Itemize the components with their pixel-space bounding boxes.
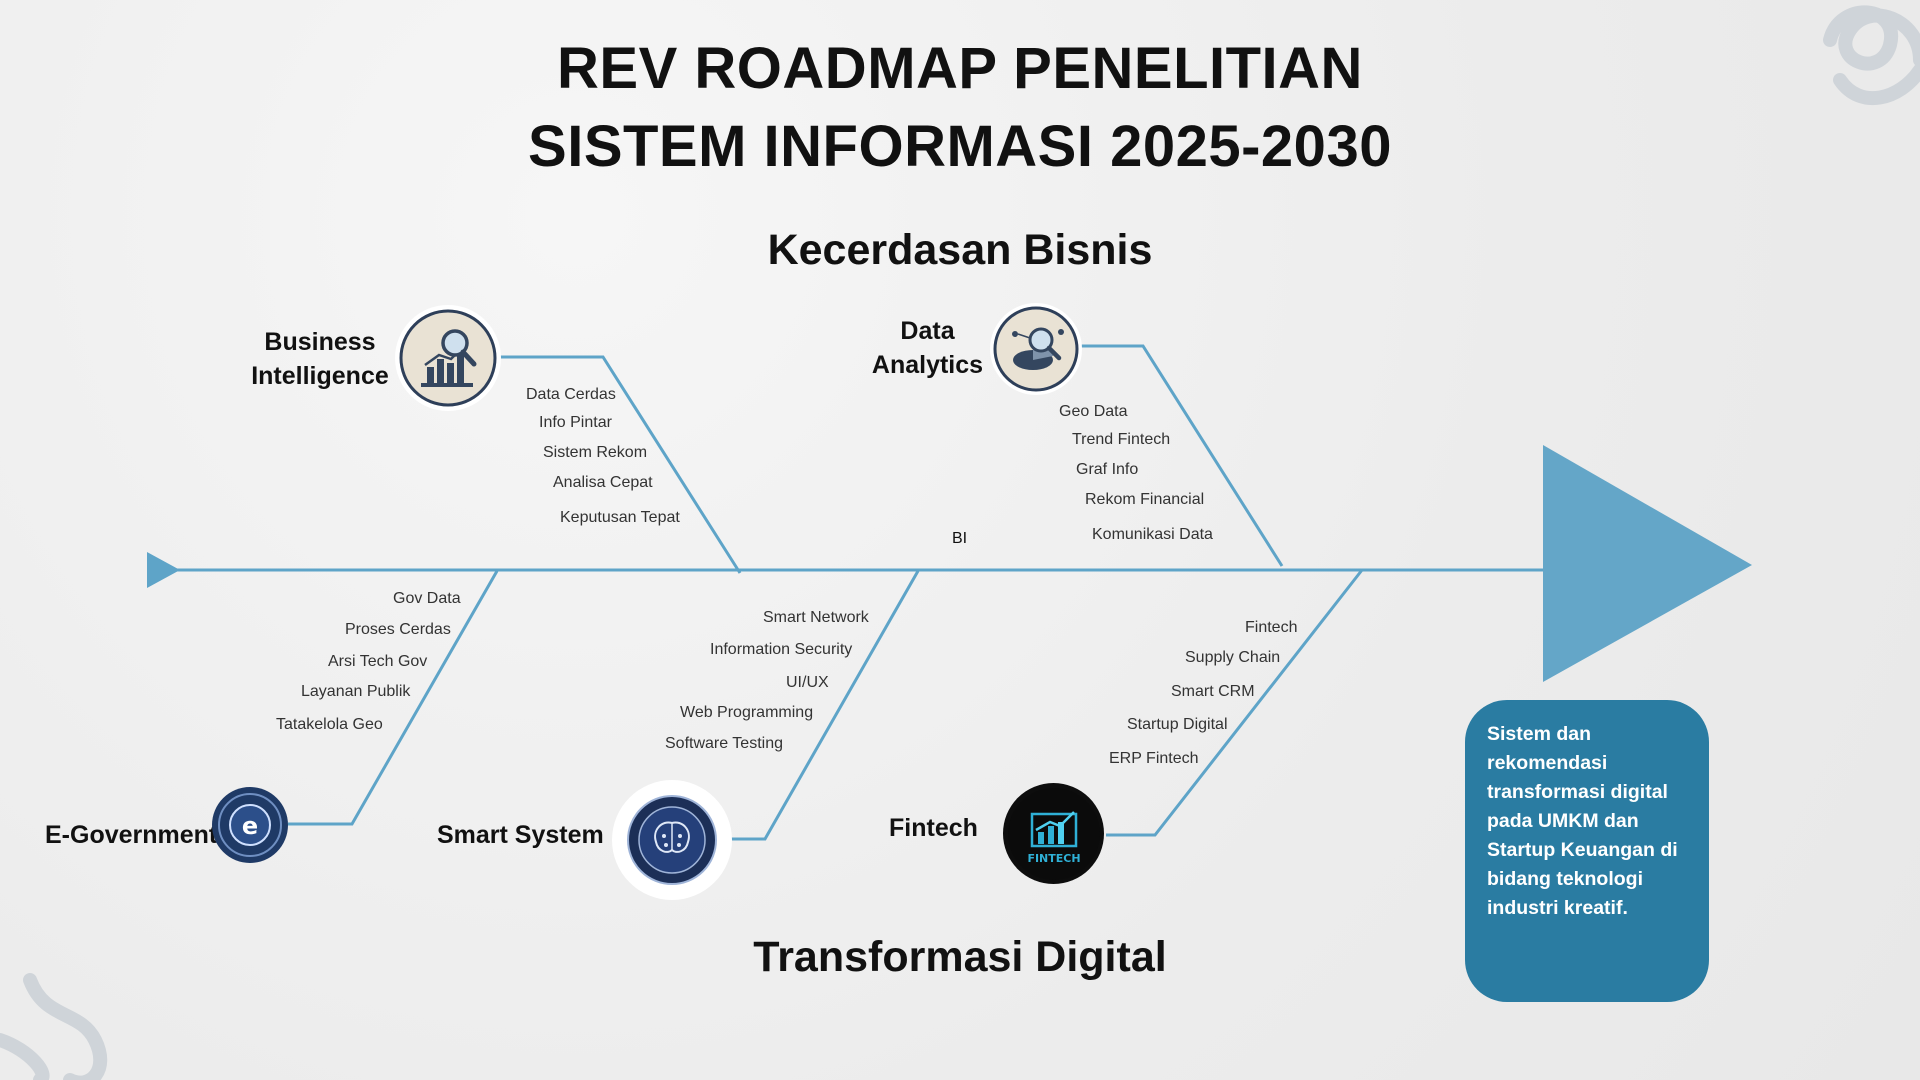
list-item: Tatakelola Geo [276, 716, 383, 733]
brain-circuit-seal-icon [612, 780, 732, 900]
list-item: Proses Cerdas [345, 621, 451, 638]
list-item: Web Programming [680, 704, 814, 721]
list-item: Layanan Publik [301, 683, 411, 700]
branch-label-smart-system: Smart System [437, 821, 604, 849]
bone-smart-system [728, 570, 920, 841]
spine-label: BI [952, 530, 968, 547]
list-item: Keputusan Tepat [560, 509, 680, 526]
list-item: Info Pintar [539, 414, 612, 431]
list-item: Sistem Rekom [543, 444, 648, 461]
list-item: Graf Info [1076, 461, 1139, 478]
list-item: Smart Network [763, 609, 869, 626]
list-item: ERP Fintech [1109, 750, 1199, 767]
list-item: Data Cerdas [526, 386, 616, 403]
list-item: Supply Chain [1185, 649, 1281, 666]
list-item: Startup Digital [1127, 716, 1228, 733]
page-title-line1: REV ROADMAP PENELITIAN [557, 36, 1363, 101]
list-item: UI/UX [786, 674, 829, 691]
list-item: Trend Fintech [1072, 431, 1171, 448]
branch-label-line1: Data [900, 317, 955, 345]
branch-label-data-analytics: Data Analytics [865, 314, 990, 382]
svg-text:e: e [242, 812, 258, 840]
list-item: Software Testing [665, 735, 783, 752]
list-item: Analisa Cepat [553, 474, 653, 491]
bone-e-government [288, 570, 499, 826]
head-arrow [1543, 445, 1752, 682]
e-government-seal-icon: e [212, 787, 288, 863]
list-item: Geo Data [1059, 403, 1128, 420]
list-item: Rekom Financial [1085, 491, 1205, 508]
branch-label-fintech: Fintech [889, 814, 978, 842]
section-title-bottom: Transformasi Digital [753, 933, 1167, 981]
branch-label-business-intelligence: Business Intelligence [240, 325, 400, 393]
bone-data-analytics [1080, 344, 1284, 567]
bone-business-intelligence [500, 355, 742, 574]
spine-start-arrow [147, 552, 180, 588]
branch-label-line2: Analytics [871, 351, 984, 379]
bar-chart-magnifier-icon [395, 305, 501, 411]
branch-label-e-government: E-Government [45, 821, 218, 849]
conclusion-note: Sistem dan rekomendasi transformasi digi… [1465, 700, 1709, 1002]
list-item: Fintech [1245, 619, 1298, 636]
pie-chart-magnifier-icon [990, 303, 1082, 395]
fintech-chart-logo-icon: FINTECH [1003, 783, 1104, 884]
page-title-line2: SISTEM INFORMASI 2025-2030 [528, 114, 1392, 179]
section-title-top: Kecerdasan Bisnis [767, 226, 1153, 274]
list-item: Arsi Tech Gov [328, 653, 428, 670]
branch-label-line1: Business [264, 328, 376, 356]
list-item: Smart CRM [1171, 683, 1255, 700]
list-item: Gov Data [393, 590, 461, 607]
svg-text:FINTECH: FINTECH [1027, 852, 1080, 865]
bone-fintech [1106, 569, 1364, 837]
list-item: Information Security [710, 641, 853, 658]
branch-label-line2: Intelligence [251, 362, 389, 390]
list-item: Komunikasi Data [1092, 526, 1213, 543]
